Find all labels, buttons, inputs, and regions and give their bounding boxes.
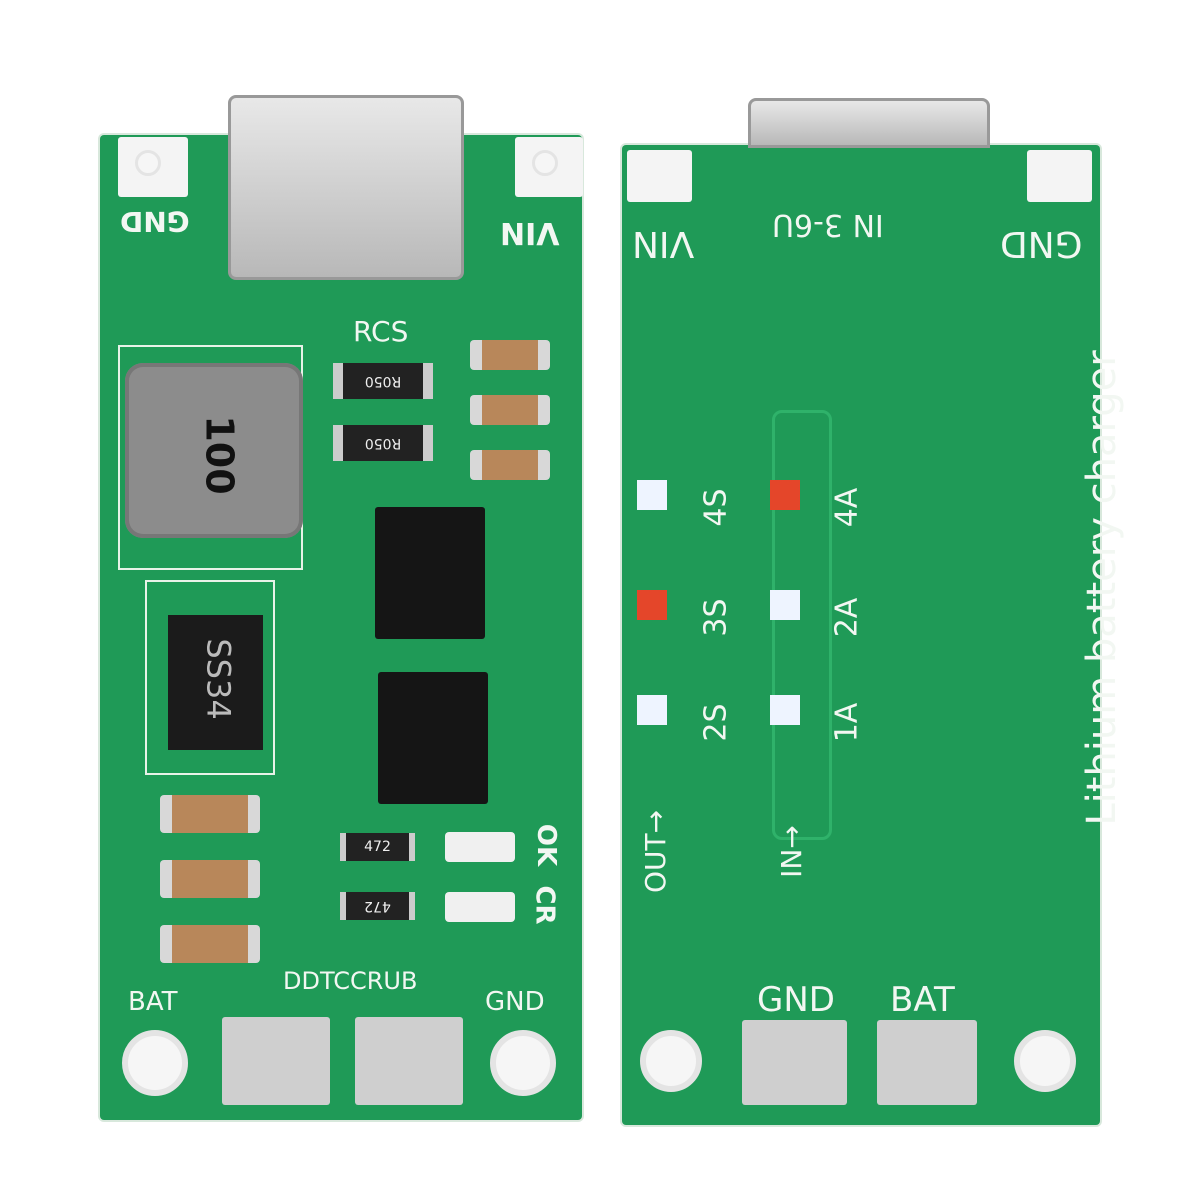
label-ok: OK xyxy=(531,823,562,867)
ic-chip xyxy=(375,507,485,639)
capacitor xyxy=(470,395,550,425)
capacitor xyxy=(160,925,260,963)
board-title: Lithium battery charger xyxy=(1079,350,1125,826)
label-4a: 4A xyxy=(829,487,865,528)
diode: SS34 xyxy=(168,615,263,750)
label-cr: CR xyxy=(529,885,560,925)
capacitor xyxy=(470,450,550,480)
mount-hole xyxy=(122,1030,188,1096)
label-gnd-bottom: GND xyxy=(757,980,835,1020)
jumper-3s[interactable] xyxy=(637,590,667,620)
jumper-4s[interactable] xyxy=(637,480,667,510)
usb-c-connector[interactable] xyxy=(748,98,990,148)
capacitor xyxy=(160,795,260,833)
gnd-solder-pad[interactable] xyxy=(355,1017,463,1105)
mount-hole xyxy=(490,1030,556,1096)
capacitor xyxy=(160,860,260,898)
label-vin: VIN xyxy=(632,223,695,264)
mount-pad xyxy=(627,150,692,202)
label-vin: VIN xyxy=(500,215,560,250)
resistor: 472 xyxy=(340,892,415,920)
pcb-back: VIN IN 3-6U GND Lithium battery charger … xyxy=(622,145,1125,1125)
mount-pad xyxy=(1027,150,1092,202)
label-4s: 4S xyxy=(698,488,734,527)
label-model: DDTCCRUB xyxy=(283,967,418,995)
diode-outline xyxy=(145,580,275,775)
bat-solder-pad[interactable] xyxy=(222,1017,330,1105)
led-charging xyxy=(445,892,515,922)
jumper-2s[interactable] xyxy=(637,695,667,725)
led-ok xyxy=(445,832,515,862)
mount-hole xyxy=(135,150,161,176)
gnd-solder-pad[interactable] xyxy=(742,1020,847,1105)
label-rcs: RCS xyxy=(353,315,409,348)
pcb-front: GND VIN RCS 100 R050 R050 SS34 472 472 O… xyxy=(100,135,583,1120)
label-in: IN→ xyxy=(774,825,808,878)
mount-hole xyxy=(1014,1030,1076,1092)
mount-hole xyxy=(640,1030,702,1092)
label-bat: BAT xyxy=(128,987,178,1017)
resistor: 472 xyxy=(340,833,415,861)
resistor: R050 xyxy=(333,363,433,399)
jumper-4a[interactable] xyxy=(770,480,800,510)
resistor: R050 xyxy=(333,425,433,461)
usb-c-connector[interactable] xyxy=(228,95,464,280)
label-gnd-bottom: GND xyxy=(485,987,545,1017)
label-2a: 2A xyxy=(829,597,865,638)
jumper-1a[interactable] xyxy=(770,695,800,725)
label-3s: 3S xyxy=(698,598,734,637)
label-1a: 1A xyxy=(829,702,865,743)
trace xyxy=(772,410,832,840)
label-gnd: GND xyxy=(120,205,190,238)
jumper-2a[interactable] xyxy=(770,590,800,620)
label-out: OUT→ xyxy=(639,809,673,894)
ic-chip xyxy=(378,672,488,804)
label-2s: 2S xyxy=(698,703,734,742)
label-gnd: GND xyxy=(1000,223,1083,264)
inductor: 100 xyxy=(125,363,303,538)
label-bat: BAT xyxy=(890,980,955,1020)
mount-hole xyxy=(532,150,558,176)
bat-solder-pad[interactable] xyxy=(877,1020,977,1105)
capacitor xyxy=(470,340,550,370)
label-input-range: IN 3-6U xyxy=(772,207,884,242)
